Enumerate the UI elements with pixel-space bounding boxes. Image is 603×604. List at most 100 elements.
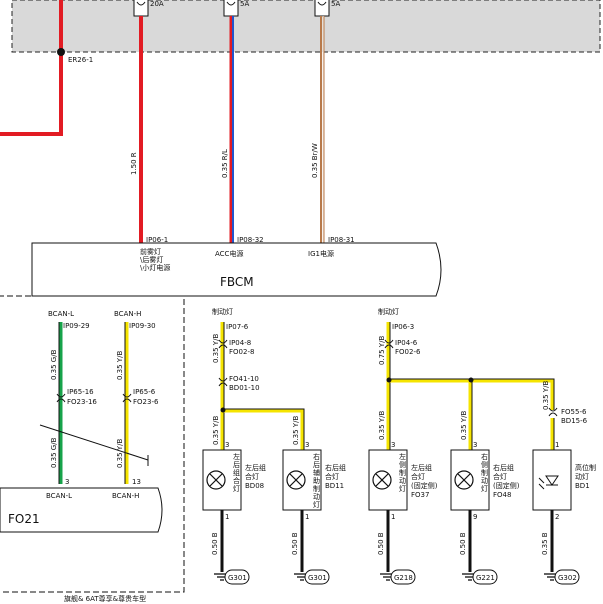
lamp-code: FO48 [493,491,511,499]
pin-num: 3 [473,441,477,449]
fbcm-module [31,242,442,297]
splice-dot [57,48,65,56]
fo21-pin-label: BCAN-L [46,492,72,500]
ground-badge [224,569,250,585]
wire-red-splice: ER26-1 [0,0,93,136]
wire-label: 0.50 B [459,532,467,555]
wire-label: 0.35 B [541,532,549,555]
ground-label: G301 [308,574,327,582]
pin-num: 3 [305,441,309,449]
svg-text:IP65-16: IP65-16 [67,388,94,396]
pin-ip06-1: IP06-1 [146,236,168,244]
wire-1-50-r: 1.50 R [130,16,143,243]
wire-label: 0.35 Y/B [378,411,386,440]
lamp-vertical-label: 右后辅助制动灯 [313,452,320,509]
wire-label: 0.35 Y/B [116,439,124,468]
wire-label: 0.75 Y/B [378,336,386,365]
svg-text:FO23-6: FO23-6 [133,398,159,406]
lamp-name: 右后组 [325,463,346,472]
lamp-name: 右后组 [493,463,514,472]
pin-num: 3 [225,441,229,449]
fuse-5a-ig1: 5A [314,0,340,17]
pin-ip06-3: IP06-3 [392,323,414,331]
wire-label: 0.35 Y/B [542,381,550,410]
lamp-name: 左后组 [245,463,266,472]
svg-text:IP04-8: IP04-8 [229,339,251,347]
fo21-title: FO21 [8,512,40,526]
fuse-rating: 20A [150,0,164,8]
ground-badge [554,569,580,585]
wire-0-35-rl: 0.35 R/L [221,16,234,243]
pin-num: 13 [132,478,141,486]
pin-desc-line: \后雾灯 [140,255,163,264]
fbcm-title: FBCM [220,275,254,289]
lamp-name: 合灯 [411,472,425,481]
wire-label: 0.50 B [211,532,219,555]
svg-text:FO02-6: FO02-6 [395,348,421,356]
wire-label: 0.35 Y/B [212,416,220,445]
pin-num: 9 [473,513,477,521]
pin-ip07-6: IP07-6 [226,323,249,331]
pin-num: 1 [555,441,559,449]
pin-ip08-31: IP08-31 [328,236,355,244]
ground-label: G302 [558,574,577,582]
pin-desc-line: IG1电源 [308,249,334,258]
lamp-vertical-label: 左侧制动灯 [399,452,406,493]
pin-num: 1 [305,513,309,521]
can-l-label: BCAN-L [48,310,74,318]
lamp-name: 合灯 [325,472,339,481]
wire-label: 0.50 B [377,532,385,555]
lamp-name: 高位制 [575,463,596,472]
lamp-name: 左后组 [411,463,432,472]
lamp-code: BD11 [325,482,344,490]
lamp-name: 合灯 [245,472,259,481]
svg-text:FO23-16: FO23-16 [67,398,97,406]
pin-num: 1 [225,513,229,521]
pin-num: 3 [391,441,395,449]
pin-ip09-29: IP09-29 [63,322,90,330]
pin-desc-line: \小灯电源 [140,263,170,272]
fuse-rating: 5A [331,0,340,8]
twist-mark [39,424,149,461]
fuse-box-panel [11,0,601,53]
brake-label-left: 制动灯 [212,307,233,316]
pin-num: 1 [391,513,395,521]
pin-desc-line: ACC电源 [215,249,243,258]
brake-label-right: 制动灯 [378,307,399,316]
wire-label: 0.35 G/B [50,437,58,468]
conn-ip04-8: IP04-8 FO02-8 [218,339,254,356]
pin-ip09-30: IP09-30 [129,322,156,330]
lamp-name: (固定侧) [411,481,438,490]
ground-label: G218 [394,574,413,582]
wire-label: 0.35 R/L [221,149,229,178]
ground-badge [390,569,416,585]
pin-num: 2 [555,513,559,521]
lamp-vertical-label: 右侧制动灯 [481,452,488,493]
lamp-code: FO37 [411,491,429,499]
lamp-name: (固定侧) [493,481,520,490]
svg-text:BD01-10: BD01-10 [229,384,260,392]
pin-num: 3 [65,478,69,486]
svg-text:FO55-6: FO55-6 [561,408,587,416]
wire-label: 0.50 B [291,532,299,555]
wire-can-h: 0.35 Y/B 0.35 Y/B [116,322,129,484]
wire-label: 0.35 Br/W [311,143,319,178]
can-h-label: BCAN-H [114,310,141,318]
wire-label: 0.35 Y/B [116,351,124,380]
wire-can-l: 0.35 G/B 0.35 G/B [50,322,63,484]
conn-ip65-16: IP65-16 FO23-16 [56,388,97,406]
pin-ip08-32: IP08-32 [237,236,264,244]
fo21-pin-label: BCAN-H [112,492,139,500]
svg-text:IP65-6: IP65-6 [133,388,156,396]
wire-label: 0.35 Y/B [460,411,468,440]
ground-badge [304,569,330,585]
lamp-code: BD1 [575,482,590,490]
